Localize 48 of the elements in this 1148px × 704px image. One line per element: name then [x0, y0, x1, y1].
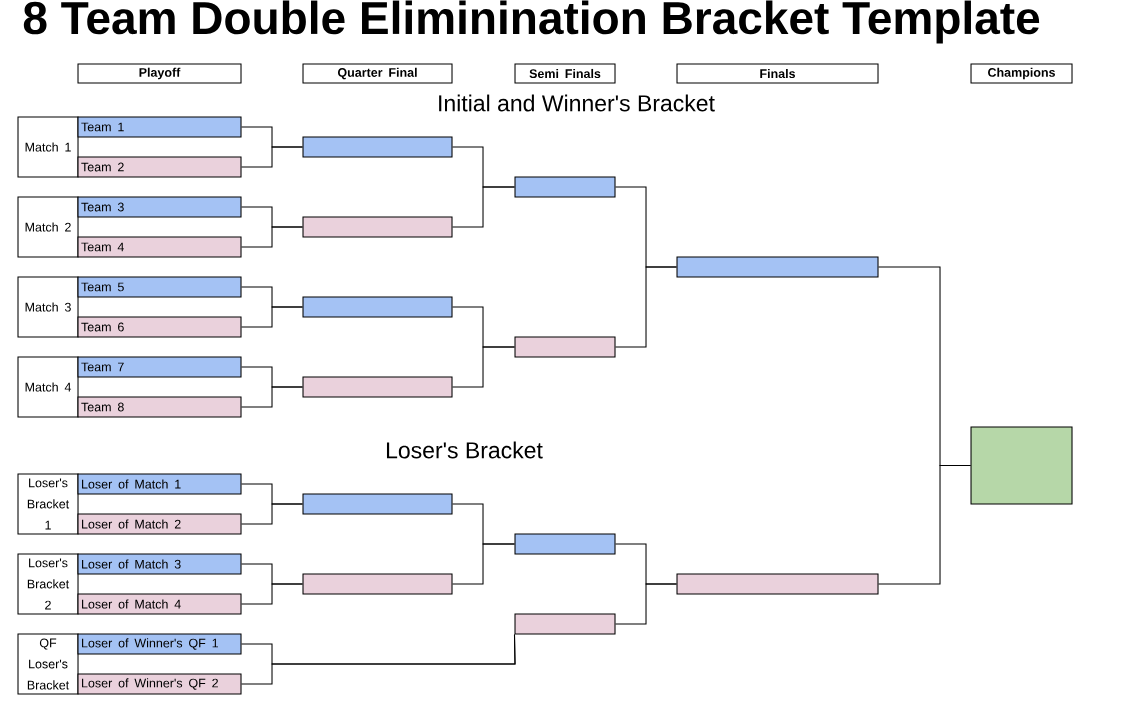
- section-heading: Loser's Bracket: [387, 441, 543, 459]
- column-header: Semi Finals: [514, 63, 616, 84]
- team-slot: Loser of Match 1: [77, 473, 242, 495]
- bracket-line: [241, 583, 303, 605]
- bracket-line: [878, 465, 971, 585]
- team-slot: Team 6: [77, 316, 242, 338]
- team-slot: Team 1: [77, 116, 242, 138]
- team-slot: Loser of Match 4: [77, 593, 242, 615]
- bracket-line: [452, 186, 515, 228]
- bracket-slot: [676, 573, 879, 595]
- column-header: Champions: [970, 63, 1073, 84]
- bracket-line: [452, 346, 515, 388]
- team-slot: Loser of Winner's QF 2: [77, 673, 242, 695]
- bracket-slot: [302, 493, 453, 515]
- team-slot: Team 7: [77, 356, 242, 378]
- bracket-slot: [302, 136, 453, 158]
- team-slot: Team 3: [77, 196, 242, 218]
- bracket-line: [452, 543, 515, 585]
- bracket-line: [241, 503, 303, 525]
- section-heading: Initial and Winner's Bracket: [439, 94, 715, 112]
- bracket-line: [241, 226, 303, 248]
- bracket-slot: [514, 613, 616, 635]
- column-header: Finals: [676, 63, 879, 84]
- team-slot: Loser of Match 3: [77, 553, 242, 575]
- bracket-line: [241, 306, 303, 328]
- column-header: Quarter Final: [302, 63, 453, 84]
- bracket-line: [615, 266, 677, 348]
- team-slot: Team 8: [77, 396, 242, 418]
- bracket-slot: [514, 533, 616, 555]
- team-slot: Team 2: [77, 156, 242, 178]
- team-slot: Team 4: [77, 236, 242, 258]
- bracket-slot: [676, 256, 879, 278]
- bracket-line: [241, 146, 303, 168]
- bracket-line: [241, 634, 516, 685]
- bracket-slot: [302, 376, 453, 398]
- team-slot: Team 5: [77, 276, 242, 298]
- bracket-slot: [514, 176, 616, 198]
- team-slot: Loser of Winner's QF 1: [77, 633, 242, 655]
- bracket-slot: [514, 336, 616, 358]
- bracket-slot: [302, 216, 453, 238]
- bracket-slot: [302, 296, 453, 318]
- column-header: Playoff: [77, 63, 242, 84]
- bracket-line: [615, 583, 677, 625]
- champion-box: [970, 426, 1073, 505]
- team-slot: Loser of Match 2: [77, 513, 242, 535]
- bracket-line: [241, 386, 303, 408]
- title: 8 Team Double Eliminination Bracket Template: [23, 0, 1040, 44]
- bracket-slot: [302, 573, 453, 595]
